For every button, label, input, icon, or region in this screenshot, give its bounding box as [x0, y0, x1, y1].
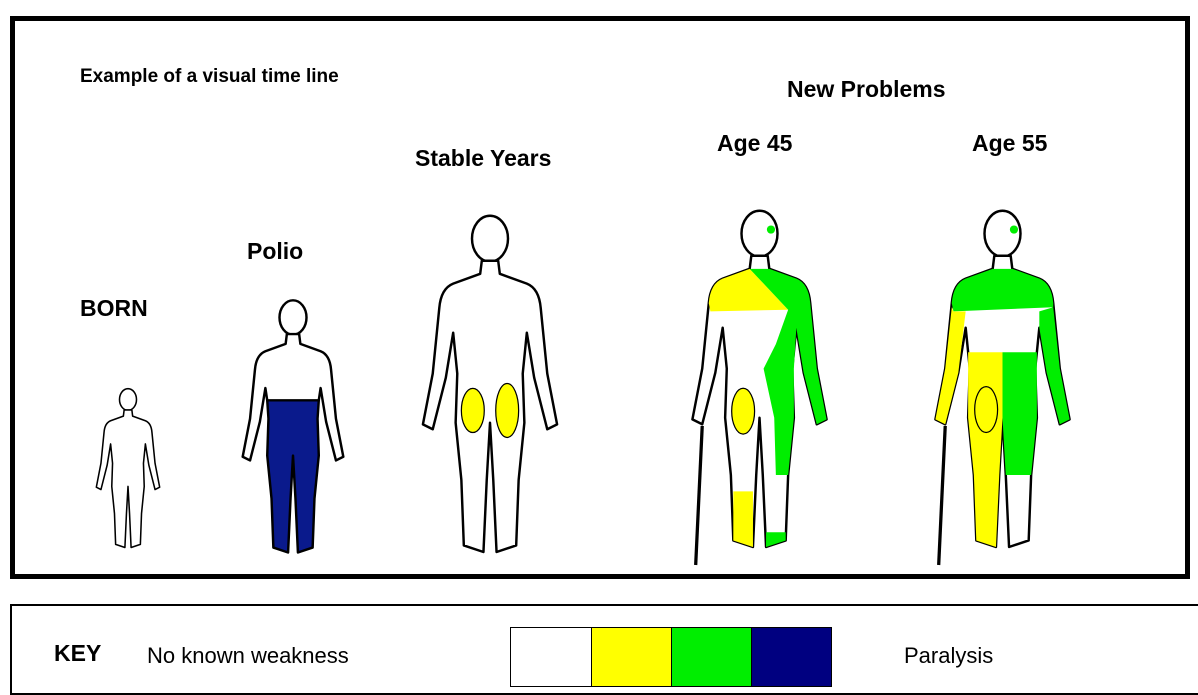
diagram-title: Example of a visual time line: [80, 66, 339, 88]
walking-cane: [939, 426, 946, 565]
key-color-scale: [510, 627, 832, 687]
stage-label-stable-years: Stable Years: [415, 145, 551, 172]
key-label-paralysis: Paralysis: [904, 643, 993, 669]
key-swatch-yellow: [591, 628, 671, 686]
body-outline: [423, 216, 557, 552]
key-title: KEY: [54, 640, 101, 667]
body-outline: [96, 389, 159, 548]
weakness-left-shin: [733, 491, 753, 547]
key-swatch-blue: [751, 628, 831, 686]
weakness-face: [1010, 225, 1018, 233]
body-figure-age-45: [657, 205, 862, 565]
weakness-face: [767, 225, 775, 233]
body-figure-born: [83, 386, 173, 556]
stage-label-new-problems: New Problems: [787, 76, 946, 103]
body-figure-polio: [224, 296, 362, 566]
weakness-left-thigh: [732, 388, 755, 434]
body-figure-stable-years: [395, 210, 585, 570]
weakness-right-leg-severe: [1003, 352, 1037, 475]
key-swatch-green: [671, 628, 751, 686]
stage-label-polio: Polio: [247, 238, 303, 265]
walking-cane: [696, 426, 703, 565]
stage-label-age-45: Age 45: [717, 130, 792, 157]
weakness-shoulders-severe: [952, 269, 1053, 312]
key-swatch-white: [511, 628, 591, 686]
key-label-no-weakness: No known weakness: [147, 643, 349, 669]
weakness-right-thigh: [496, 383, 519, 437]
weakness-left-thigh: [461, 388, 484, 432]
stage-label-age-55: Age 55: [972, 130, 1047, 157]
stage-label-born: BORN: [80, 295, 148, 322]
body-figure-age-55: [900, 205, 1105, 565]
